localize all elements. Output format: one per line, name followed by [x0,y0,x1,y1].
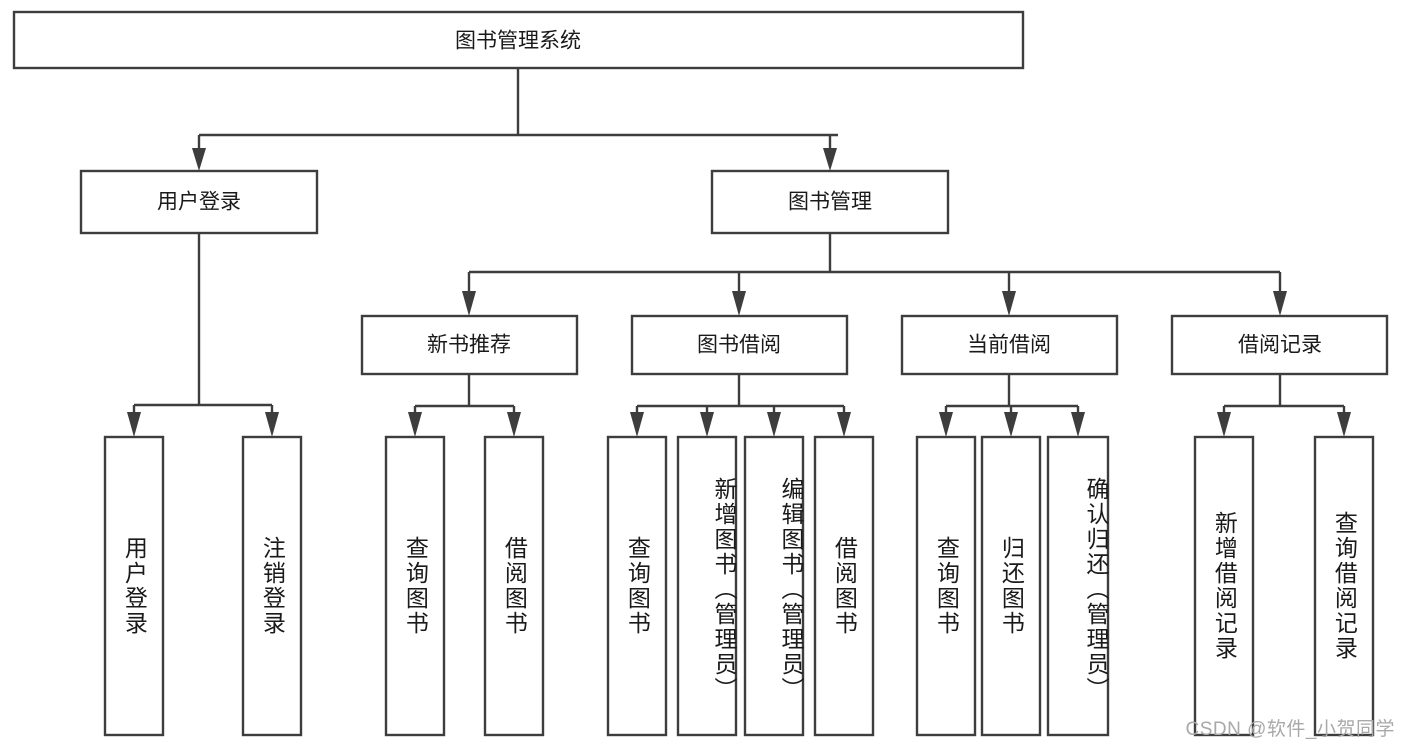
node-new-book-recommend[interactable]: 新书推荐 [360,314,579,376]
node-leaf-add-record[interactable] [1193,435,1255,737]
node-leaf-user-logout[interactable] [241,435,303,737]
leaf-boxes [103,435,1375,737]
csdn-watermark: CSDN @软件_小贺同学 [1185,719,1395,740]
node-borrow-record-label: 借阅记录 [1238,334,1322,357]
node-book-borrow[interactable]: 图书借阅 [630,314,849,376]
node-leaf-user-login[interactable] [103,435,165,737]
node-user-login-label: 用户登录 [157,191,241,214]
connector-currentborrow-to-leaves [939,374,1085,437]
node-current-borrow-label: 当前借阅 [967,334,1051,357]
node-leaf-add-book[interactable] [676,435,738,737]
node-new-book-recommend-label: 新书推荐 [427,334,511,357]
node-leaf-borrow-book-2[interactable] [813,435,875,737]
connector-root-to-level2 [192,68,838,171]
node-borrow-record[interactable]: 借阅记录 [1170,314,1389,376]
node-root-label: 图书管理系统 [455,30,581,53]
node-leaf-query-book-2[interactable] [606,435,668,737]
node-user-login[interactable]: 用户登录 [79,169,319,235]
connector-bookborrow-to-leaves [630,374,851,437]
node-root[interactable]: 图书管理系统 [12,10,1025,70]
node-leaf-return-book[interactable] [980,435,1042,737]
connector-bookmanage-to-level3 [462,233,1287,316]
node-leaf-confirm-return[interactable] [1046,435,1110,737]
node-leaf-query-record[interactable] [1313,435,1375,737]
node-book-manage-label: 图书管理 [788,191,872,214]
connector-newbook-to-leaves [408,374,521,437]
node-current-borrow[interactable]: 当前借阅 [900,314,1119,376]
node-book-manage[interactable]: 图书管理 [710,169,950,235]
node-book-borrow-label: 图书借阅 [697,334,781,357]
node-leaf-query-book-1[interactable] [384,435,446,737]
node-leaf-query-book-3[interactable] [915,435,977,737]
node-leaf-borrow-book-1[interactable] [483,435,545,737]
connector-borrowrecord-to-leaves [1217,374,1351,437]
connector-userlogin-to-leaves [127,233,279,437]
node-leaf-edit-book[interactable] [743,435,805,737]
